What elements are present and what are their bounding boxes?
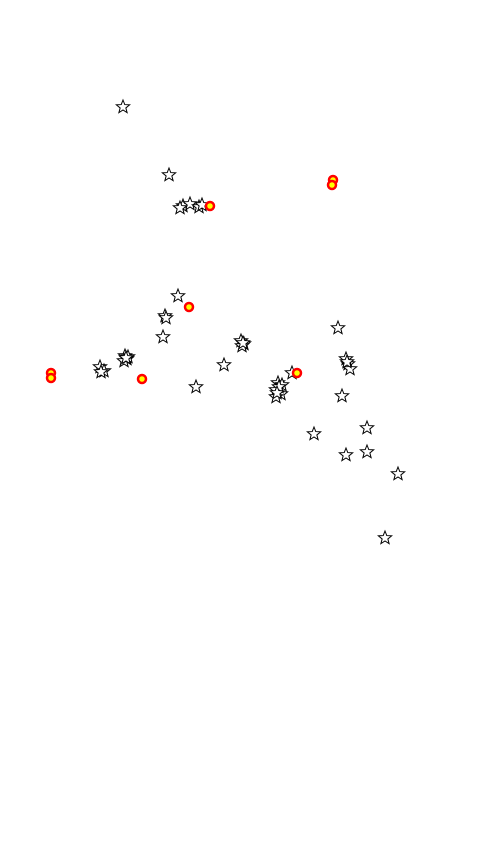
star-outline-icon [338, 446, 354, 462]
star-outline-icon [377, 529, 393, 545]
star-outline-icon [216, 356, 232, 372]
star-outline-icon [118, 349, 134, 365]
circle-marker-icon [45, 372, 57, 384]
circle-marker-icon [204, 200, 216, 212]
star-outline-icon [306, 425, 322, 441]
star-outline-icon [182, 195, 198, 211]
star-outline-icon [93, 363, 109, 379]
circle-marker-icon [136, 373, 148, 385]
star-outline-icon [269, 384, 285, 400]
star-outline-icon [334, 387, 350, 403]
star-outline-icon [158, 309, 174, 325]
star-marker-layer [92, 98, 406, 545]
star-outline-icon [161, 166, 177, 182]
star-outline-icon [339, 353, 355, 369]
star-outline-icon [359, 419, 375, 435]
circle-marker-icon [326, 179, 338, 191]
circle-marker-layer [45, 174, 339, 385]
star-outline-icon [359, 443, 375, 459]
star-outline-icon [390, 465, 406, 481]
star-outline-icon [235, 334, 251, 350]
star-outline-icon [330, 319, 346, 335]
star-outline-icon [188, 378, 204, 394]
star-outline-icon [170, 287, 186, 303]
star-outline-icon [155, 328, 171, 344]
star-outline-icon [172, 199, 188, 215]
circle-marker-icon [291, 367, 303, 379]
star-outline-icon [115, 98, 131, 114]
circle-marker-icon [183, 301, 195, 313]
